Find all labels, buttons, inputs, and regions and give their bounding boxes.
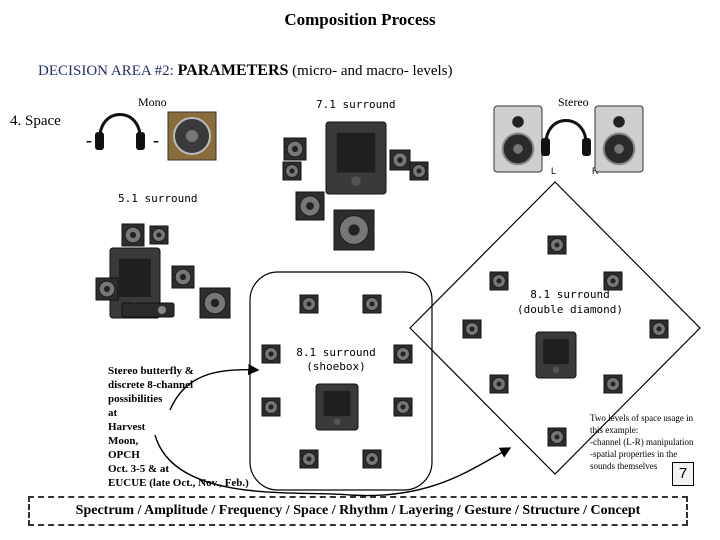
satellite-speaker-icon xyxy=(333,209,375,251)
mono-dash-right: - xyxy=(153,130,159,150)
headphones-icon xyxy=(95,113,145,150)
note-line: Two levels of space usage in xyxy=(590,413,694,423)
space-usage-note: Two levels of space usage in this exampl… xyxy=(590,412,715,472)
satellite-speaker-icon xyxy=(489,271,509,291)
butterfly-line: at xyxy=(108,407,118,419)
satellite-speaker-icon xyxy=(261,344,281,364)
subwoofer-icon xyxy=(535,331,577,379)
satellite-speaker-icon xyxy=(149,225,169,245)
parameters-label: PARAMETERS xyxy=(177,62,289,79)
satellite-speaker-icon xyxy=(299,294,319,314)
satellite-speaker-icon xyxy=(299,449,319,469)
headphones-icon xyxy=(541,119,591,156)
butterfly-line: EUCUE (late Oct., Nov., Feb.) xyxy=(108,477,249,489)
satellite-speaker-icon xyxy=(362,294,382,314)
satellite-speaker-icon xyxy=(547,235,567,255)
satellite-speaker-icon xyxy=(261,397,281,417)
satellite-speaker-icon xyxy=(362,449,382,469)
mono-dash-left: - xyxy=(86,130,92,150)
page-number: 7 xyxy=(672,462,694,486)
note-line: this example: xyxy=(590,425,639,435)
satellite-speaker-icon xyxy=(393,397,413,417)
arrow-to-diamond xyxy=(154,434,512,497)
satellite-speaker-icon xyxy=(389,149,411,171)
butterfly-line: Stereo butterfly & xyxy=(108,365,194,377)
satellite-speaker-icon xyxy=(282,161,302,181)
satellite-speaker-icon xyxy=(547,427,567,447)
subwoofer-icon xyxy=(325,121,387,195)
satellite-speaker-icon xyxy=(489,374,509,394)
satellite-speaker-icon xyxy=(95,277,119,301)
satellite-speaker-icon xyxy=(199,287,231,319)
surround-81-diamond-label: 8.1 surround (double diamond) xyxy=(517,288,623,316)
butterfly-description: Stereo butterfly & discrete 8-channel po… xyxy=(108,364,268,490)
surround-51-label: 5.1 surround xyxy=(118,192,198,205)
satellite-speaker-icon xyxy=(171,265,195,289)
butterfly-line: Oct. 3-5 & at xyxy=(108,463,170,475)
subwoofer-icon xyxy=(109,247,161,319)
levels-label: (micro- and macro- levels) xyxy=(292,63,453,79)
studio-monitor-icon xyxy=(594,105,644,173)
surround-81-shoebox-label: 8.1 surround (shoebox) xyxy=(296,346,376,373)
parameters-bar: Spectrum / Amplitude / Frequency / Space… xyxy=(28,496,688,526)
butterfly-line: Moon, xyxy=(108,435,139,447)
diamond-frame xyxy=(409,181,701,475)
note-line: -spatial properties in the xyxy=(590,449,678,459)
stereo-left-label: L xyxy=(551,166,557,176)
spacer xyxy=(68,185,448,186)
mono-label: Mono xyxy=(138,95,167,109)
shoebox-frame xyxy=(249,271,433,491)
butterfly-line: OPCH xyxy=(108,449,140,461)
satellite-speaker-icon xyxy=(295,191,325,221)
studio-monitor-icon xyxy=(493,105,543,173)
satellite-speaker-icon xyxy=(393,344,413,364)
satellite-speaker-icon xyxy=(283,137,307,161)
butterfly-line: Harvest xyxy=(108,421,146,433)
satellite-speaker-icon xyxy=(121,223,145,247)
stereo-label: Stereo xyxy=(558,95,589,109)
satellite-speaker-icon xyxy=(603,374,623,394)
satellite-speaker-icon xyxy=(409,161,429,181)
satellite-speaker-icon xyxy=(462,319,482,339)
decision-area-heading: DECISION AREA #2: PARAMETERS (micro- and… xyxy=(38,62,453,80)
butterfly-line: discrete 8-channel xyxy=(108,379,194,391)
note-line: -channel (L-R) manipulation xyxy=(590,437,694,447)
note-line: sounds themselves xyxy=(590,461,658,471)
speaker-icon xyxy=(167,111,217,161)
decision-area-label: DECISION AREA #2: xyxy=(38,63,174,79)
amplifier-icon xyxy=(121,302,175,318)
arrow-to-shoebox xyxy=(169,363,260,411)
surround-71-label: 7.1 surround xyxy=(316,98,396,111)
subwoofer-icon xyxy=(315,383,359,431)
space-label: 4. Space xyxy=(10,113,61,129)
satellite-speaker-icon xyxy=(603,271,623,291)
butterfly-line: possibilities xyxy=(108,393,163,405)
page-title: Composition Process xyxy=(284,10,436,29)
satellite-speaker-icon xyxy=(649,319,669,339)
